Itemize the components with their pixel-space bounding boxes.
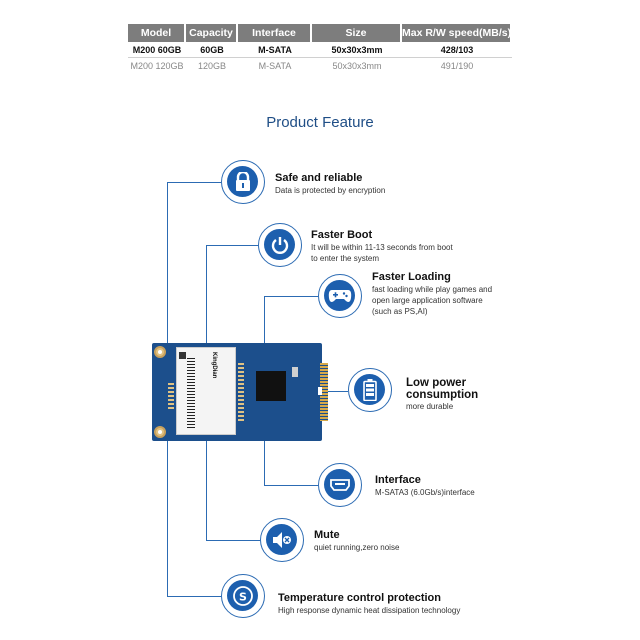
connector-line <box>167 182 221 183</box>
gamepad-icon <box>328 289 351 302</box>
feature-temperature: Temperature control protection High resp… <box>278 591 460 616</box>
header-interface: Interface <box>238 24 312 42</box>
controller-chip <box>256 371 286 401</box>
feature-title-line2: consumption <box>406 389 479 401</box>
connector-line <box>264 441 265 485</box>
spec-table-header: Model Capacity Interface Size Max R/W sp… <box>128 24 512 42</box>
feature-desc: fast loading while play games and <box>372 285 493 294</box>
qr-code <box>179 352 186 359</box>
feature-title: Interface <box>375 474 421 486</box>
feature-boot: Faster Boot It will be within 11-13 seco… <box>311 228 453 264</box>
small-chip <box>292 367 298 377</box>
table-row: M200 120GB 120GB M-SATA 50x30x3mm 491/19… <box>128 58 512 74</box>
chip-pads <box>168 383 174 409</box>
feature-desc: to enter the system <box>311 254 380 263</box>
chip-pads <box>238 363 244 423</box>
cell-interface: M-SATA <box>258 61 292 71</box>
connector-line <box>206 540 260 541</box>
ssd-label: KingDian <box>176 347 236 435</box>
mute-icon <box>272 531 291 548</box>
table-row: M200 60GB 60GB M-SATA 50x30x3mm 428/103 <box>128 42 512 58</box>
battery-icon <box>362 378 377 401</box>
feature-badge <box>260 518 304 562</box>
mount-hole <box>154 346 166 358</box>
connector-line <box>322 391 348 392</box>
feature-title: Faster Loading <box>372 271 451 283</box>
hdmi-icon <box>329 478 350 491</box>
feature-desc: High response dynamic heat dissipation t… <box>278 606 461 615</box>
cell-capacity: 60GB <box>186 42 238 58</box>
connector-line <box>264 296 265 343</box>
header-model: Model <box>128 24 186 42</box>
ssd-brand: KingDian <box>211 352 217 379</box>
thermostat-icon: S <box>232 585 253 606</box>
spec-table: Model Capacity Interface Size Max R/W sp… <box>128 24 512 74</box>
cell-model: M200 120GB <box>130 61 184 71</box>
feature-badge: S <box>221 574 265 618</box>
feature-badge <box>258 223 302 267</box>
feature-desc: quiet running,zero noise <box>314 543 400 552</box>
cell-speed: 428/103 <box>402 42 512 58</box>
connector-line <box>167 441 168 596</box>
header-speed: Max R/W speed(MB/s) <box>402 24 512 42</box>
feature-desc: M-SATA3 (6.0Gb/s)interface <box>375 488 475 497</box>
cell-interface: M-SATA <box>238 42 312 58</box>
feature-badge <box>221 160 265 204</box>
feature-desc: open large application software <box>372 296 483 305</box>
gold-connector <box>320 363 328 421</box>
svg-text:S: S <box>239 590 247 603</box>
cell-capacity: 120GB <box>197 61 227 71</box>
section-title: Product Feature <box>266 114 374 131</box>
feature-loading: Faster Loading fast loading while play g… <box>372 270 492 317</box>
feature-badge <box>348 368 392 412</box>
feature-title: Safe and reliable <box>275 172 363 184</box>
connector-line <box>206 441 207 541</box>
connector-line <box>206 245 207 343</box>
feature-desc: It will be within 11-13 seconds from boo… <box>311 243 453 252</box>
feature-title: Low power <box>406 377 467 389</box>
feature-title: Mute <box>314 529 340 541</box>
header-size: Size <box>312 24 402 42</box>
connector-line <box>264 296 318 297</box>
feature-title: Temperature control protection <box>278 592 441 604</box>
feature-desc: (such as PS,AI) <box>372 307 428 316</box>
cell-model: M200 60GB <box>128 42 186 58</box>
cell-speed: 491/190 <box>440 61 474 71</box>
barcode <box>187 358 195 428</box>
feature-title: Faster Boot <box>311 229 373 241</box>
connector-line <box>264 485 318 486</box>
mount-hole <box>154 426 166 438</box>
lock-icon <box>235 171 250 191</box>
connector-notch <box>318 387 322 395</box>
feature-desc: more durable <box>406 402 454 411</box>
feature-safe: Safe and reliable Data is protected by e… <box>275 171 385 196</box>
header-capacity: Capacity <box>186 24 238 42</box>
feature-interface: Interface M-SATA3 (6.0Gb/s)interface <box>375 473 475 498</box>
feature-desc: Data is protected by encryption <box>275 186 386 195</box>
cell-size: 50x30x3mm <box>312 42 402 58</box>
connector-line <box>167 596 221 597</box>
ssd-image: KingDian <box>152 343 328 441</box>
feature-mute: Mute quiet running,zero noise <box>314 528 399 553</box>
connector-line <box>206 245 258 246</box>
cell-size: 50x30x3mm <box>332 61 382 71</box>
feature-power: Low power consumption more durable <box>406 377 478 412</box>
feature-badge <box>318 463 362 507</box>
power-icon <box>271 236 288 254</box>
connector-line <box>167 182 168 343</box>
feature-badge <box>318 274 362 318</box>
